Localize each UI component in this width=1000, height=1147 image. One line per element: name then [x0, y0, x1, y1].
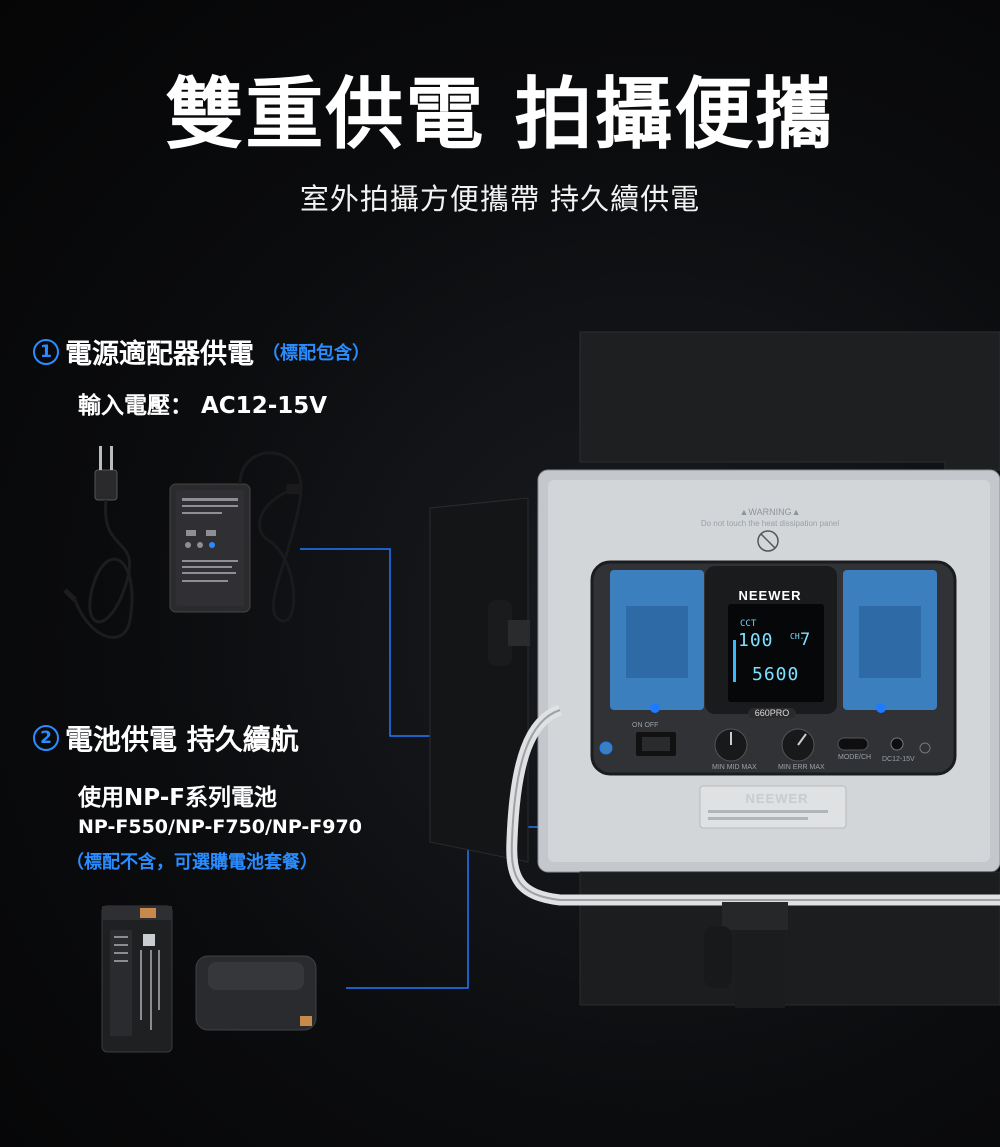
battery-models: NP-F550/NP-F750/NP-F970 — [78, 816, 362, 838]
warning-text: Do not touch the heat dissipation panel — [700, 519, 840, 528]
knob2-labels: MIN ERR MAX — [778, 764, 825, 771]
adapter-heading-text: 電源適配器供電 — [65, 339, 254, 370]
warning-title: ▲WARNING▲ — [739, 507, 801, 517]
battery-note: （標配不含，可選購電池套餐） — [66, 852, 318, 873]
adapter-included-note: （標配包含） — [262, 342, 370, 364]
back-plate-brand: NEEWER — [745, 791, 809, 806]
input-voltage: 輸入電壓： AC12-15V — [78, 393, 328, 419]
dc-port — [890, 737, 904, 751]
lcd-mode: CCT — [740, 619, 757, 629]
battery-type: 使用NP-F系列電池 — [78, 785, 277, 811]
step-number-2: 2 — [33, 725, 59, 751]
section-adapter-heading: 1 電源適配器供電 （標配包含） — [33, 332, 370, 371]
lcd-screen — [728, 604, 824, 702]
lcd-temperature: 5600 — [752, 664, 800, 685]
lcd-brightness: 100 — [738, 630, 774, 651]
device-brand: NEEWER — [738, 588, 802, 603]
step-number-1: 1 — [33, 338, 59, 365]
mode-port — [837, 737, 869, 751]
knob1-labels: MIN MID MAX — [712, 764, 757, 771]
page-subtitle: 室外拍攝方便攜帶 持久續供電 — [299, 182, 701, 216]
battery-heading-text: 電池供電 持久續航 — [65, 723, 299, 756]
switch-label: ON OFF — [632, 722, 659, 729]
lcd-channel-label: CH. — [790, 632, 805, 641]
dc-port-label: DC12-15V — [882, 756, 915, 763]
page-title: 雙重供電 拍攝便攜 — [165, 70, 835, 160]
no-touch-icon — [757, 530, 779, 552]
barn-door-left — [429, 497, 529, 863]
mode-port-label: MODE/CH — [838, 754, 872, 761]
section-battery-heading: 2 電池供電 持久續航 — [33, 718, 299, 758]
lcd-channel: 7 — [800, 630, 811, 650]
model-tag: 660PRO — [748, 708, 796, 718]
